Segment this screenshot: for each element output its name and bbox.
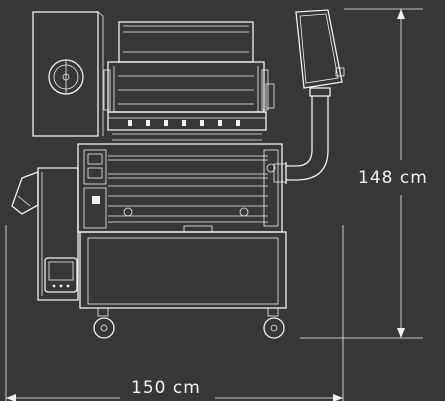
- cutter-bar: [107, 111, 267, 141]
- side-cabinet: [11, 167, 79, 301]
- width-dimension-label: 150 cm: [131, 378, 201, 398]
- roller-section: [77, 143, 283, 233]
- caster-wheel-icon: [93, 307, 285, 339]
- roll-holder-box: [32, 11, 104, 137]
- monitor-arm: [273, 9, 345, 184]
- height-dimension-label: 148 cm: [358, 168, 428, 188]
- touchscreen-panel-icon: [44, 257, 78, 293]
- dimension-lines: [5, 8, 423, 401]
- upper-hopper: [103, 21, 275, 113]
- base-cabinet: [79, 231, 287, 309]
